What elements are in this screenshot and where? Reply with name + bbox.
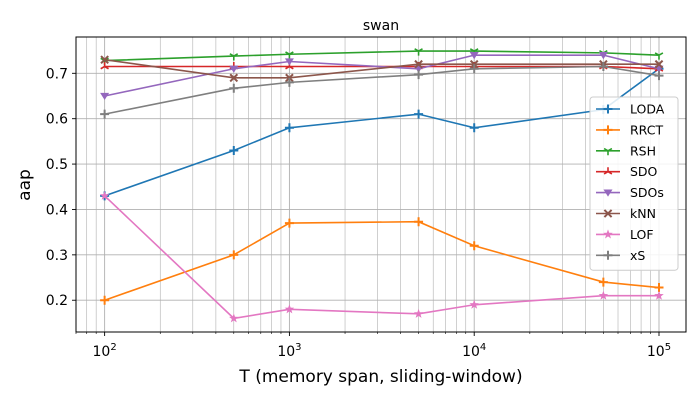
data-point [603,104,613,114]
data-point [603,229,613,239]
legend-label: RRCT [630,122,663,137]
chart-title: swan [363,18,399,34]
data-point [100,295,110,305]
legend-item-sdos: SDOs [596,185,664,200]
legend-label: RSH [630,143,656,158]
legend-label: LOF [630,227,654,242]
data-point [469,299,479,309]
data-point [603,125,613,135]
series-xs [100,62,664,119]
data-point [469,59,479,69]
y-tick-label: 0.2 [46,293,68,309]
data-point [229,73,239,83]
y-tick-label: 0.6 [46,112,68,128]
data-point [469,241,479,251]
legend-label: SDO [630,164,658,179]
data-point [603,189,613,197]
data-point [598,290,609,300]
data-point [414,48,423,56]
data-point [284,58,294,66]
data-point [229,313,239,323]
legend-item-rrct: RRCT [596,122,663,137]
series-lof [99,190,664,323]
plot-frame [75,36,687,333]
x-tick-label: 105 [647,342,671,360]
data-point [414,59,423,69]
data-point [654,290,664,300]
legend-item-knn: kNN [596,206,656,221]
data-point [654,283,664,293]
data-point [284,218,294,228]
y-tick-label: 0.4 [46,202,68,218]
y-tick-label: 0.3 [46,248,68,264]
data-point [100,109,110,119]
data-point [603,209,613,218]
data-point [469,64,479,74]
data-point [603,250,613,260]
legend-item-rsh: RSH [596,143,656,158]
data-point [229,145,239,155]
legend-item-xs: xS [596,248,645,263]
data-point [654,59,664,69]
data-point [285,73,294,83]
data-point [603,147,613,156]
x-axis-label: T (memory span, sliding-window) [238,367,522,387]
data-point [469,52,479,60]
data-point [414,217,424,227]
legend-box [589,96,679,271]
data-point [229,83,239,93]
data-point [285,51,294,59]
y-tick-label: 0.7 [46,66,68,82]
data-point [414,70,424,80]
data-point [100,55,109,64]
data-point [598,277,608,287]
data-point [654,71,664,81]
data-point [100,62,109,70]
legend-item-sdo: SDO [596,164,658,179]
data-point [598,52,608,60]
data-point [229,65,239,73]
data-point [413,308,424,318]
x-tick-label: 104 [462,342,486,360]
legend-label: xS [630,248,645,263]
x-tick-label: 103 [277,342,301,360]
y-tick-label: 0.5 [46,157,68,173]
legend: LODA RRCT RSH SDO SDOs kNN LOF xS [589,96,679,271]
x-tick-label: 102 [93,342,117,360]
data-point [414,109,424,119]
legend-item-lof: LOF [596,227,654,242]
legend-item-loda: LODA [596,102,665,117]
legend-label: kNN [630,206,656,221]
legend-label: LODA [630,102,665,117]
data-point [654,52,664,60]
series-rrct [100,217,664,305]
data-point [469,123,479,133]
data-point [99,190,110,200]
data-point [100,92,110,101]
legend-label: SDOs [630,185,664,200]
data-point [284,77,294,87]
data-point [603,167,613,175]
data-point [229,250,239,260]
ticks: 0.2 0.3 0.4 0.5 0.6 0.7 102 103 104 105 [46,66,671,360]
data-point [284,123,294,133]
data-point [598,62,608,71]
y-axis-label: aap [15,169,35,201]
data-point [284,304,295,314]
data-point [229,53,239,61]
